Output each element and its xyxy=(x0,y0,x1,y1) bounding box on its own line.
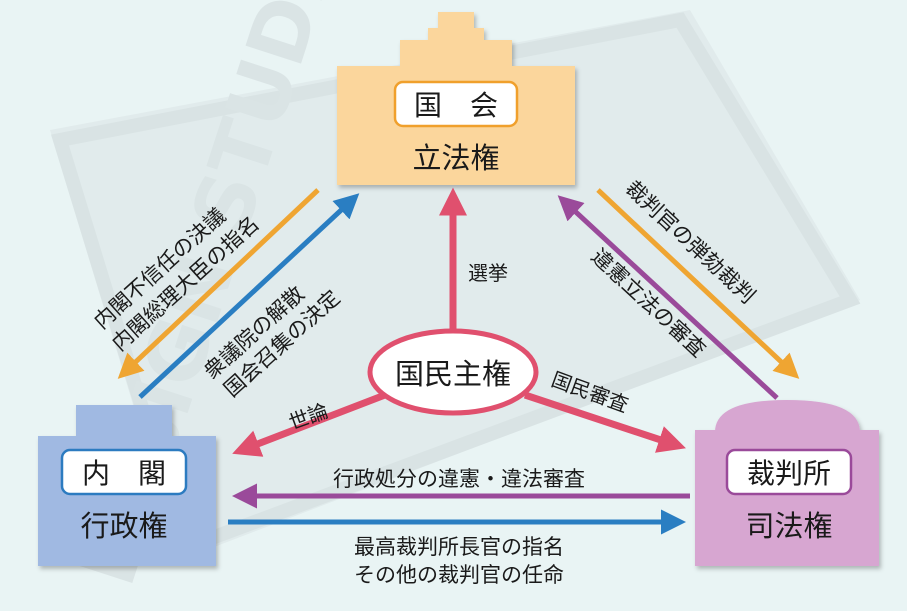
diet-name: 国 会 xyxy=(414,89,498,122)
election-label: 選挙 xyxy=(468,261,508,285)
people-ellipse xyxy=(367,328,539,416)
people-sovereignty: 国民主権 xyxy=(395,357,511,391)
public-opinion-arrow xyxy=(232,391,387,457)
court-label-box xyxy=(725,448,853,496)
court-name: 裁判所 xyxy=(747,457,831,490)
court-to-diet-arrow xyxy=(557,195,779,400)
diet-power: 立法権 xyxy=(412,141,499,175)
diet-to-cabinet-arrow xyxy=(117,188,320,379)
cabinet-to-diet-arrow xyxy=(138,193,360,399)
national-review-arrow xyxy=(523,391,686,453)
admin-review-label: 行政処分の違憲・違法審査 xyxy=(333,467,585,491)
chief-justice-nomination-label: 最高裁判所長官の指名 xyxy=(354,535,564,559)
court-power: 司法権 xyxy=(745,509,832,543)
diet-to-court-arrow xyxy=(596,188,800,379)
cabinet-power: 行政権 xyxy=(80,509,167,543)
diet-label-box xyxy=(393,80,519,128)
judges-appointment-label: その他の裁判官の任命 xyxy=(354,563,564,587)
cabinet-label-box xyxy=(60,448,188,496)
cabinet-name: 内 閣 xyxy=(82,457,166,490)
